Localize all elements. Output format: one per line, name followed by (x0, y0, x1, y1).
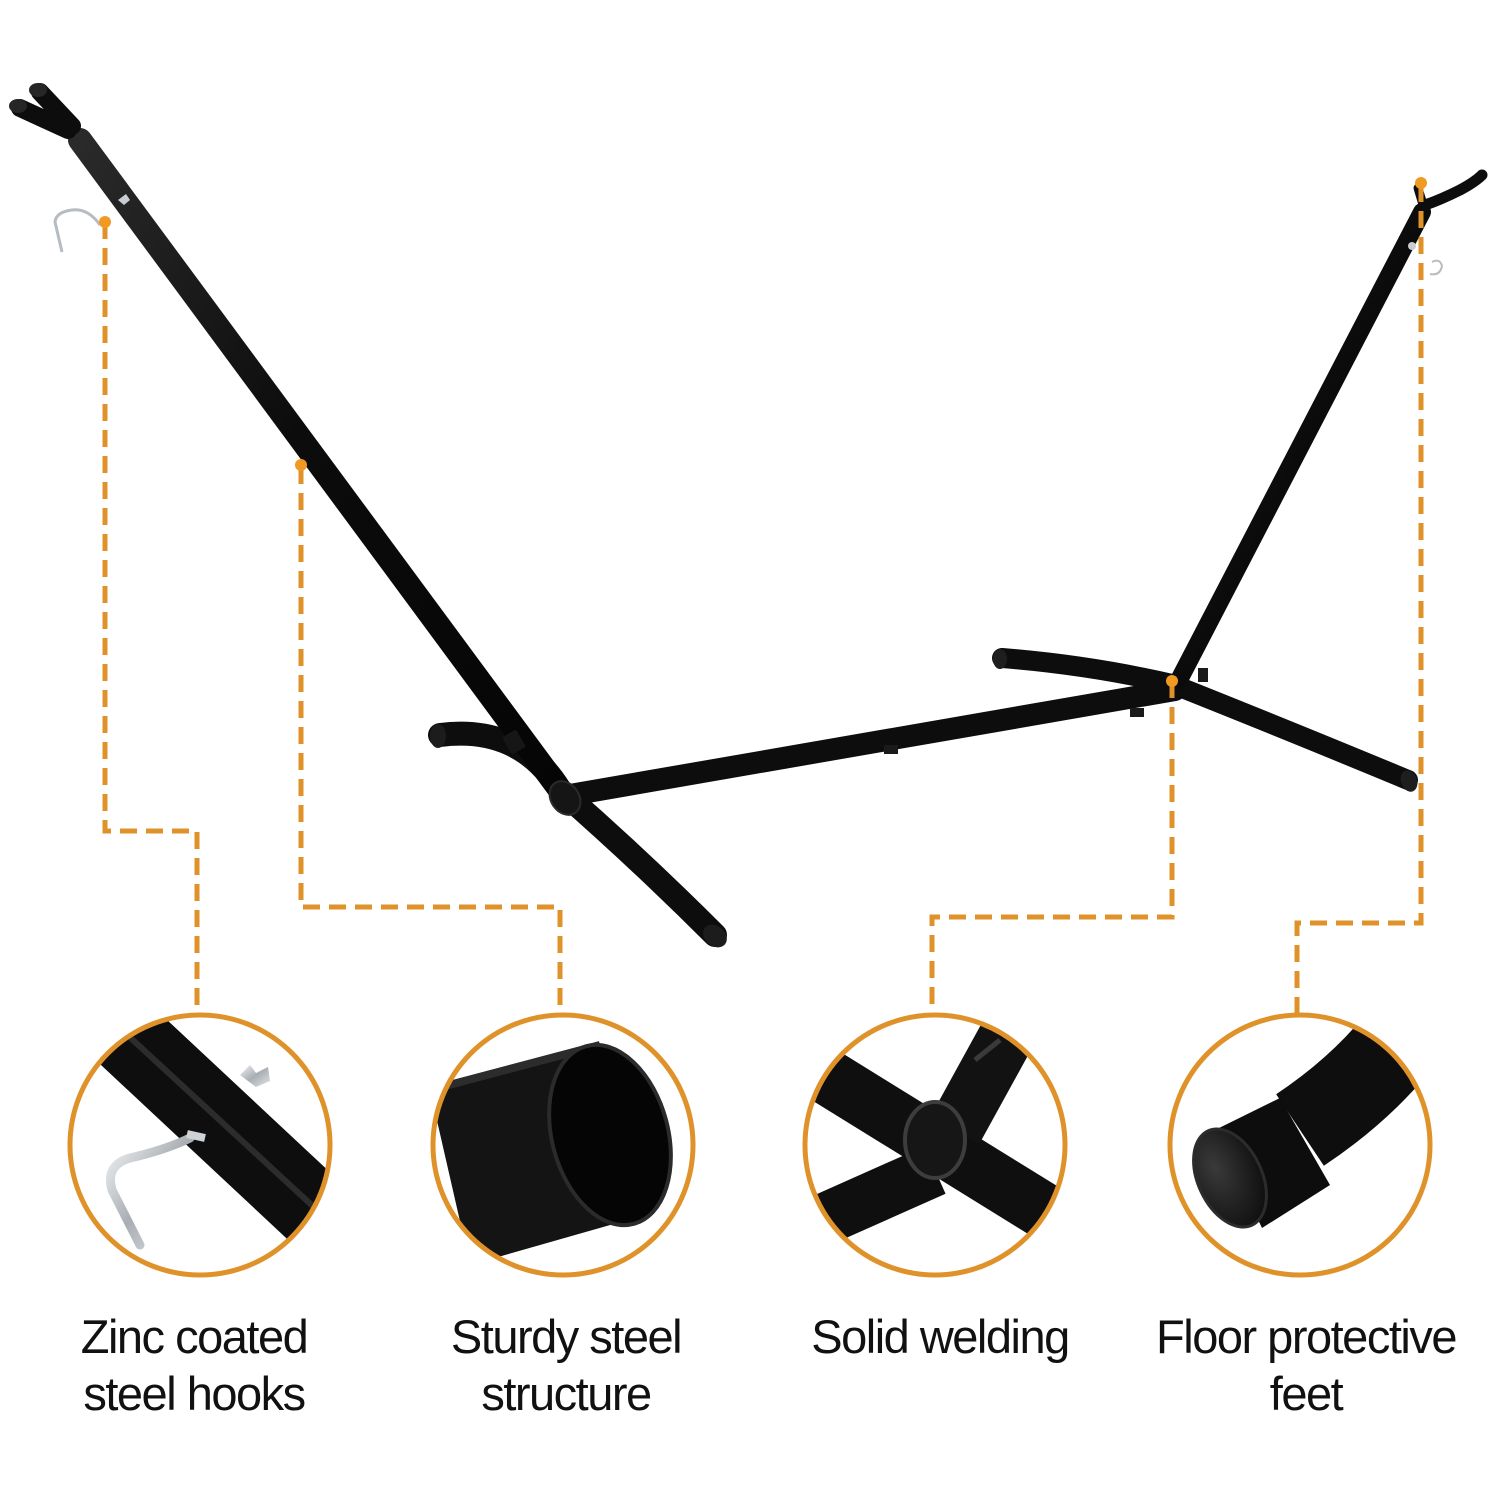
beam-bolt (884, 745, 898, 754)
anchor-dot-welding (1166, 675, 1178, 687)
callout-connectors (102, 185, 1424, 1014)
label-line: structure (481, 1367, 652, 1420)
anchor-dot-structure (295, 459, 307, 471)
callout-circle-feet (1167, 1012, 1433, 1278)
callout-circle-structure (430, 1012, 696, 1278)
center-beam (559, 679, 1186, 806)
anchor-dot-feet (1415, 177, 1427, 189)
connector-welding (929, 681, 1175, 1014)
connector-hooks (102, 222, 200, 1014)
callout-label-structure: Sturdy steel structure (386, 1308, 746, 1422)
anchor-dot-hooks (99, 216, 111, 228)
label-line: steel hooks (83, 1367, 306, 1420)
callout-label-hooks: Zinc coated steel hooks (14, 1308, 374, 1422)
connector-structure (298, 467, 563, 1014)
label-line: Floor protective (1156, 1310, 1457, 1363)
callout-circle-welding (802, 1012, 1068, 1278)
hammock-stand-illustration (9, 83, 1488, 948)
label-line: Zinc coated (80, 1310, 309, 1363)
beam-bolt (1130, 708, 1144, 717)
connector-feet (1294, 185, 1424, 1014)
callout-label-feet: Floor protective feet (1116, 1308, 1494, 1422)
callout-anchor-dots (99, 177, 1427, 687)
steel-tube-end-closeup-icon (433, 1041, 673, 1265)
left-base-foot (428, 721, 727, 948)
label-line: feet (1269, 1367, 1344, 1420)
left-upright-arm (9, 83, 582, 816)
callout-label-welding: Solid welding (760, 1308, 1120, 1365)
label-line: Sturdy steel (450, 1310, 683, 1363)
label-line: Solid welding (811, 1310, 1070, 1363)
left-s-hook (53, 194, 130, 253)
right-upright-arm (1169, 169, 1488, 691)
steel-hook-closeup-icon (83, 1015, 330, 1264)
callout-circle-hooks (67, 1012, 333, 1278)
